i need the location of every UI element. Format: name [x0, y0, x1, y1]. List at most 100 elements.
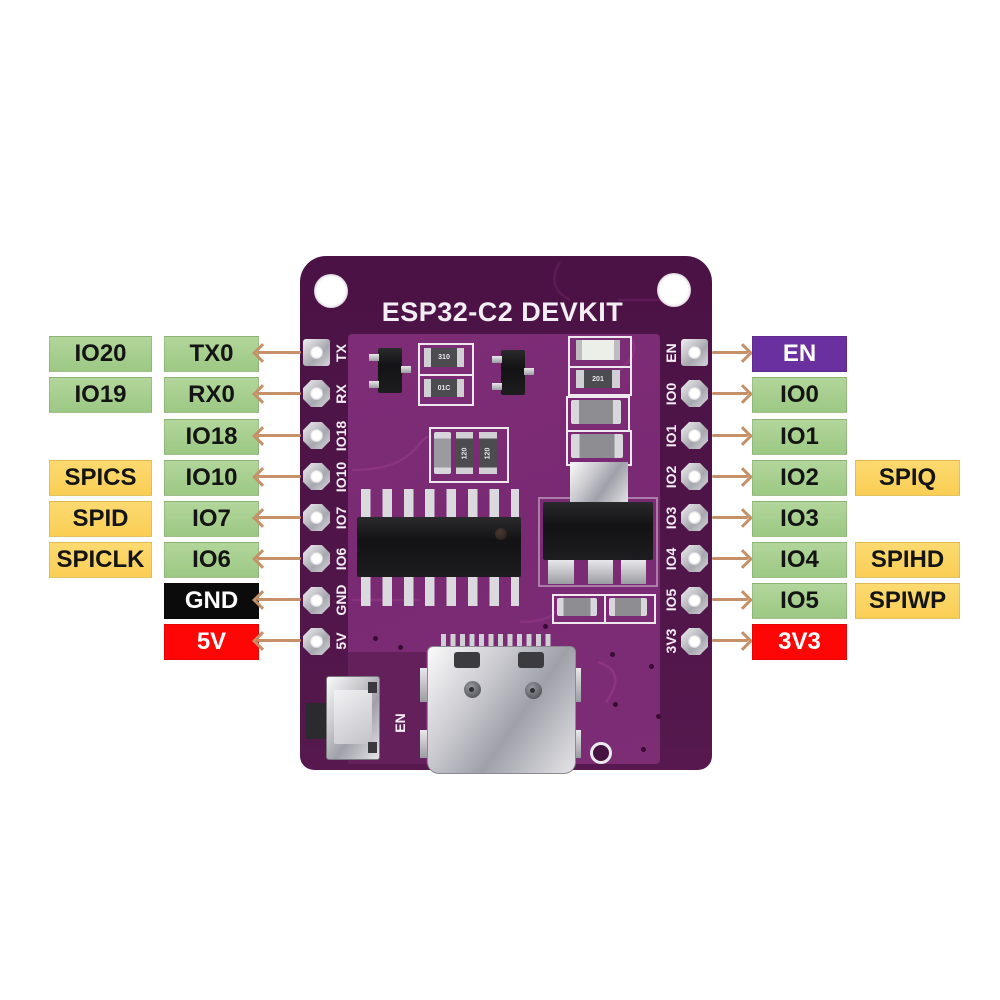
- resistor-marking: 310: [438, 354, 450, 361]
- usb-c-connector: [427, 646, 576, 774]
- resistor-marking: 120: [461, 447, 468, 459]
- mounting-hole: [657, 273, 691, 307]
- transistor-lead: [369, 381, 379, 388]
- pin-label: IO6: [164, 542, 259, 578]
- arrow-left-icon: [257, 434, 301, 437]
- pin-pad: [303, 380, 330, 407]
- silkscreen-button-label: EN: [392, 713, 408, 733]
- board-title: ESP32-C2 DEVKIT: [381, 297, 624, 327]
- smd-resistor: [609, 598, 647, 616]
- smd-resistor: 120: [456, 432, 473, 474]
- arrow-right-icon: [712, 598, 748, 601]
- pin-function-label: SPID: [49, 501, 152, 537]
- arrow-right-icon: [712, 516, 748, 519]
- via: [398, 645, 403, 650]
- via: [613, 702, 618, 707]
- regulator-lead: [588, 560, 613, 584]
- pin-function-label: IO19: [49, 377, 152, 413]
- pin-pad: [303, 545, 330, 572]
- pin-pad: [303, 628, 330, 655]
- usb-dimple: [464, 681, 481, 698]
- usb-shell-tab: [420, 730, 429, 758]
- pin-label: IO2: [752, 460, 847, 496]
- en-button-plate: [334, 690, 372, 744]
- via: [373, 636, 378, 641]
- soic-pins-top: [361, 489, 519, 518]
- smd-resistor: 310: [424, 348, 464, 367]
- pin-pad: [303, 422, 330, 449]
- pin-function-label: SPICLK: [49, 542, 152, 578]
- via: [656, 714, 661, 719]
- arrow-left-icon: [257, 639, 301, 642]
- smd-resistor: 01C: [424, 379, 464, 397]
- resistor-marking: 01C: [437, 384, 451, 392]
- usb-retention-slot: [518, 652, 544, 668]
- arrow-right-icon: [712, 557, 748, 560]
- pin-pad: [681, 380, 708, 407]
- pin-pad: [303, 463, 330, 490]
- transistor-lead: [492, 383, 502, 390]
- pin-pad: [681, 545, 708, 572]
- en-button-contact: [368, 742, 377, 753]
- arrow-left-icon: [257, 351, 301, 354]
- pin-function-label: IO20: [49, 336, 152, 372]
- arrow-right-icon: [712, 392, 748, 395]
- pin-label: IO5: [752, 583, 847, 619]
- silkscreen-box: [604, 594, 656, 624]
- pin-label: TX0: [164, 336, 259, 372]
- silkscreen-box: [429, 427, 509, 483]
- soic16-chip: [357, 517, 521, 577]
- smd-resistor: 120: [479, 432, 497, 474]
- smd-capacitor: [571, 434, 623, 458]
- transistor-lead: [369, 354, 379, 361]
- pin-function-label: SPIWP: [855, 583, 960, 619]
- pin-label: IO18: [164, 419, 259, 455]
- usb-dimple: [525, 682, 542, 699]
- pin-label: IO1: [752, 419, 847, 455]
- pin-function-label: SPIQ: [855, 460, 960, 496]
- pin-pad: [681, 628, 708, 655]
- usb-retention-slot: [454, 652, 480, 668]
- pin-label: 5V: [164, 624, 259, 660]
- pin-pad: [681, 422, 708, 449]
- arrow-left-icon: [257, 516, 301, 519]
- pin-label: IO3: [752, 501, 847, 537]
- via: [649, 664, 654, 669]
- via: [543, 624, 548, 629]
- pin-label: IO10: [164, 460, 259, 496]
- smd-led: [576, 340, 620, 360]
- smd-capacitor: [434, 432, 451, 474]
- en-button-contact: [368, 682, 377, 693]
- resistor-marking: 120: [484, 447, 492, 459]
- pin-label: IO4: [752, 542, 847, 578]
- silkscreen-box: [418, 374, 474, 406]
- sot23-transistor: [501, 350, 525, 395]
- arrow-left-icon: [257, 598, 301, 601]
- pin-label: IO0: [752, 377, 847, 413]
- chip-pin1-dot: [495, 528, 507, 540]
- sot23-transistor: [378, 348, 402, 393]
- pin-pad: [303, 504, 330, 531]
- via: [641, 747, 646, 752]
- transistor-lead: [524, 368, 534, 375]
- arrow-left-icon: [257, 475, 301, 478]
- arrow-right-icon: [712, 434, 748, 437]
- arrow-right-icon: [712, 639, 748, 642]
- silkscreen-pin-name: 3V3: [663, 628, 679, 654]
- pin-label: 3V3: [752, 624, 847, 660]
- usb-shell-tab: [420, 668, 429, 702]
- pin-pad: [681, 339, 708, 366]
- pin-pad: [681, 587, 708, 614]
- via: [610, 652, 615, 657]
- usb-shell-tab: [572, 730, 581, 758]
- pin-label: EN: [752, 336, 847, 372]
- silkscreen-pin-name: 5V: [333, 632, 349, 650]
- pin-pad: [681, 463, 708, 490]
- usb-shell-tab: [572, 668, 581, 702]
- pin-label: RX0: [164, 377, 259, 413]
- pin-function-label: SPIHD: [855, 542, 960, 578]
- silkscreen-box: [568, 366, 632, 396]
- pin-pad: [681, 504, 708, 531]
- soic-pins-bottom: [361, 576, 519, 606]
- arrow-left-icon: [257, 557, 301, 560]
